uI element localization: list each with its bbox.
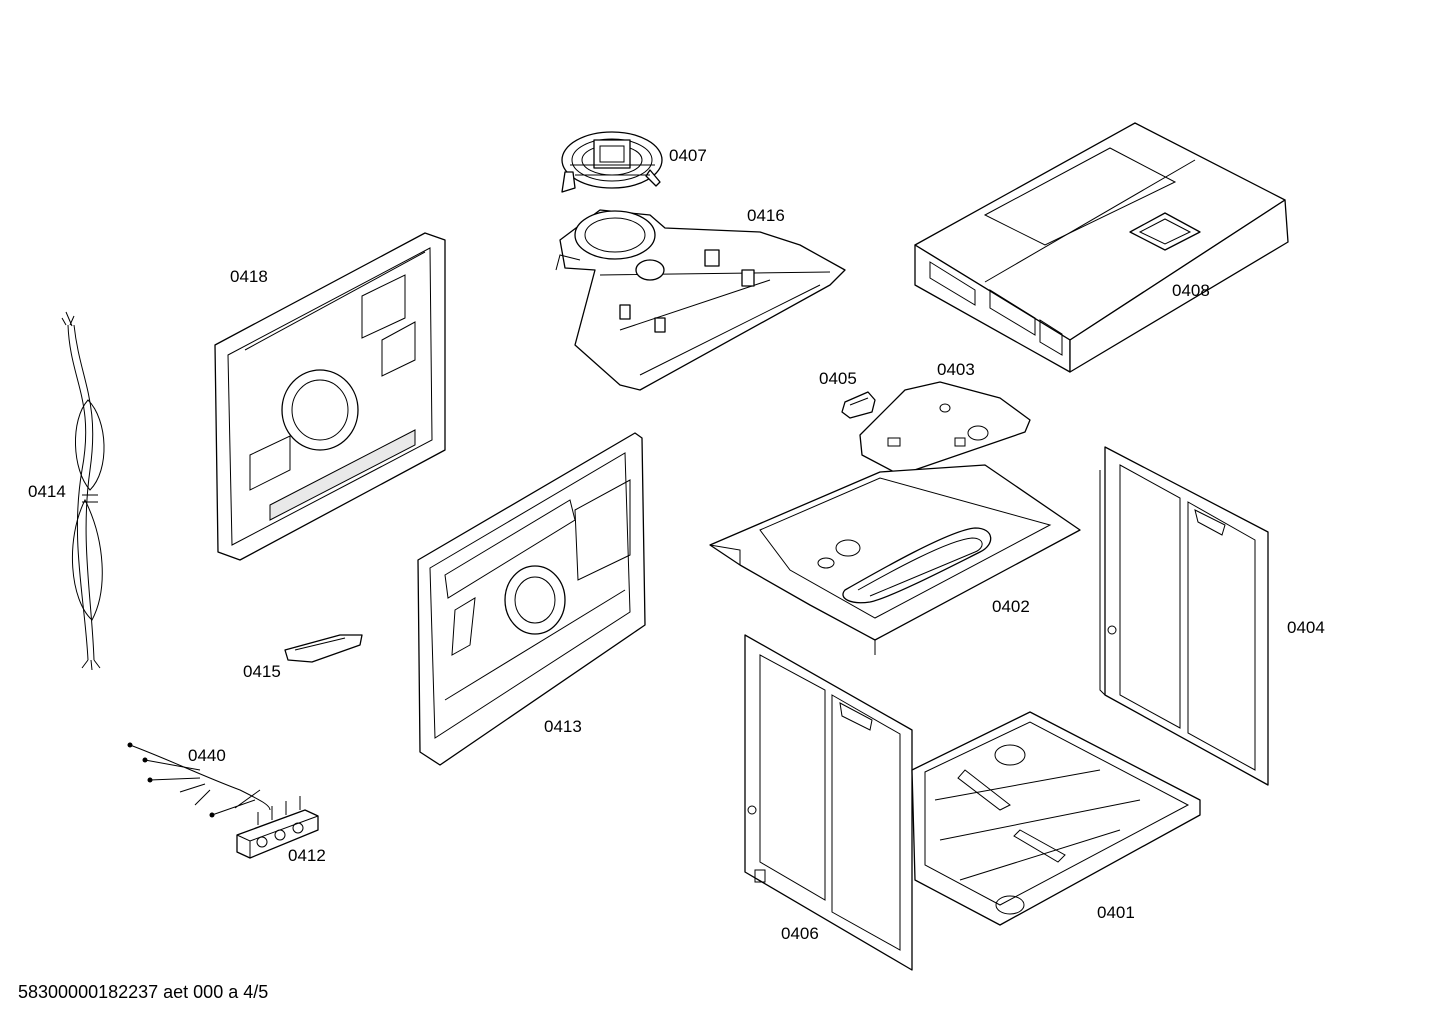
part-0406-left-panel [744,634,913,971]
part-0408-top-cover [914,122,1289,373]
part-0418-rear-panel [214,232,446,561]
document-footer-id: 58300000182237 aet 000 a 4/5 [18,982,269,1002]
label-0403: 0403 [937,360,975,379]
label-0416: 0416 [747,206,785,225]
part-0405-bracket [841,391,876,419]
label-0418: 0418 [230,267,268,286]
label-0440: 0440 [188,746,226,765]
label-0406: 0406 [781,924,819,943]
label-0404: 0404 [1287,618,1325,637]
label-0402: 0402 [992,597,1030,616]
label-0401: 0401 [1097,903,1135,922]
label-0413: 0413 [544,717,582,736]
part-0407-fan [561,131,663,193]
part-0413-back-wall [417,432,646,766]
part-0403-plate [859,381,1031,476]
label-0405: 0405 [819,369,857,388]
part-0404-right-panel [1099,446,1269,786]
part-0401-base-frame [911,711,1201,926]
part-0402-floor [709,464,1081,655]
label-0414: 0414 [28,482,66,501]
label-0412: 0412 [288,846,326,865]
part-0416-housing [555,209,846,391]
part-0412-terminal [236,796,319,859]
label-0408: 0408 [1172,281,1210,300]
label-0407: 0407 [669,146,707,165]
part-0415-switch [284,634,363,663]
part-0440-harness [127,742,271,818]
part-0414-cable [61,311,105,671]
label-0415: 0415 [243,662,281,681]
